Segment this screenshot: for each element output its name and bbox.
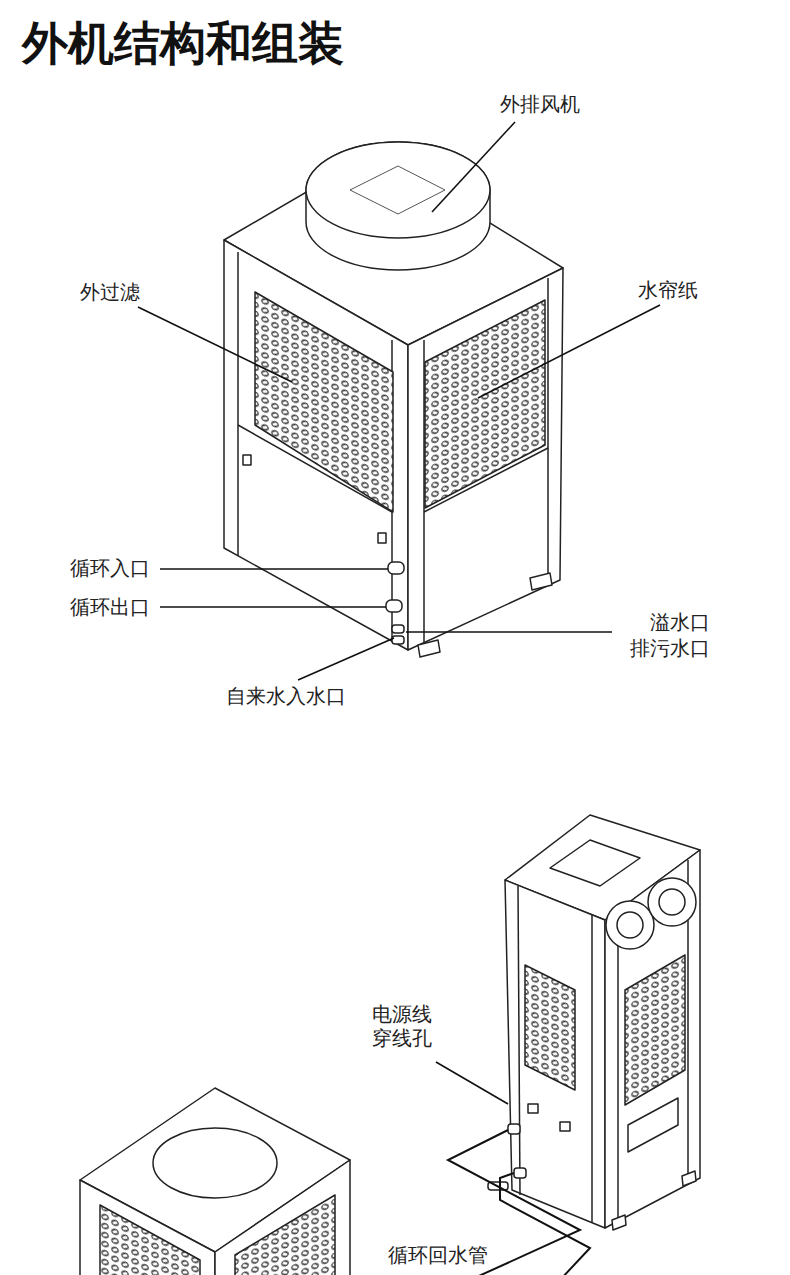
part-label: 自来水入水口 xyxy=(224,684,348,708)
page-title: 外机结构和组装 xyxy=(22,16,344,71)
part-label: 溢水口 xyxy=(648,610,712,634)
part-label: 电源线 穿线孔 xyxy=(368,1002,436,1050)
part-label: 循环入口 xyxy=(68,556,152,580)
part-label: 外排风机 xyxy=(498,92,582,116)
part-label: 外过滤 xyxy=(78,280,142,304)
part-label: 循环出口 xyxy=(68,595,152,619)
part-label: 循环回水管 xyxy=(386,1243,490,1267)
part-label: 水帘纸 xyxy=(636,278,700,302)
part-label: 排污水口 xyxy=(628,636,712,660)
